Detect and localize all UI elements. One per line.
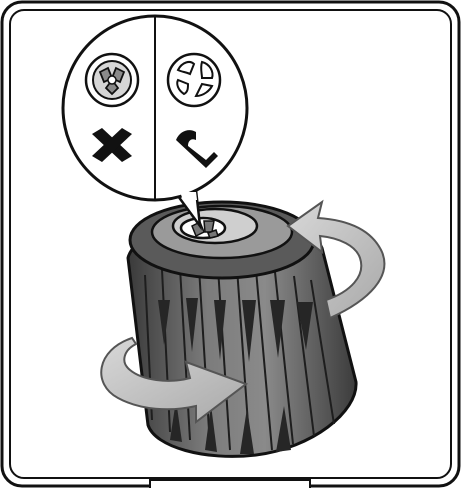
jaws-correct-outer xyxy=(168,54,220,106)
frame-tab xyxy=(150,480,310,488)
